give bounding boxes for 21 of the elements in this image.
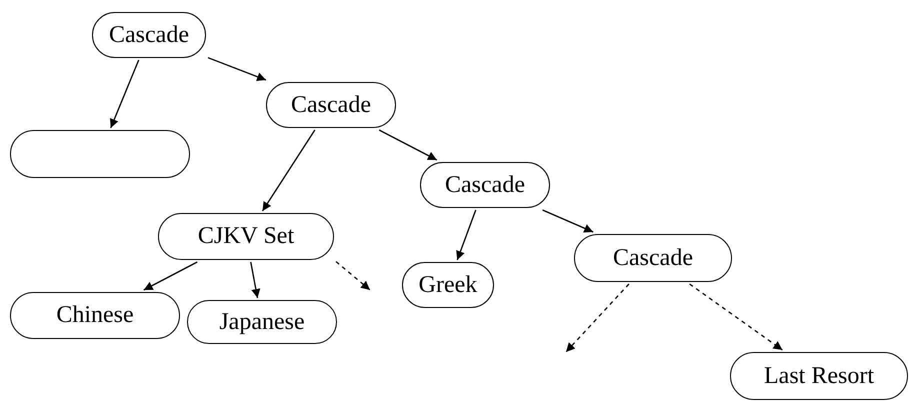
arrow [262,130,316,212]
empty-box [10,130,190,178]
font-box: Cascade [420,162,550,208]
font-box: CJKV Set [158,213,334,260]
arrow [110,60,140,128]
arrow [208,57,266,81]
font-box: Greek [402,262,494,308]
arrow [689,283,783,351]
font-box: Japanese [187,300,337,344]
arrow [566,284,630,352]
font-box: Last Resort [730,352,908,400]
arrow [456,210,476,260]
arrow [336,261,370,290]
font-box: Cascade [266,82,396,128]
arrow [542,209,594,233]
arrow [250,262,260,298]
font-box: Cascade [574,234,732,282]
font-box: Chinese [10,292,180,339]
arrow [378,129,438,161]
arrow [143,261,198,291]
font-box: Cascade [92,12,206,58]
